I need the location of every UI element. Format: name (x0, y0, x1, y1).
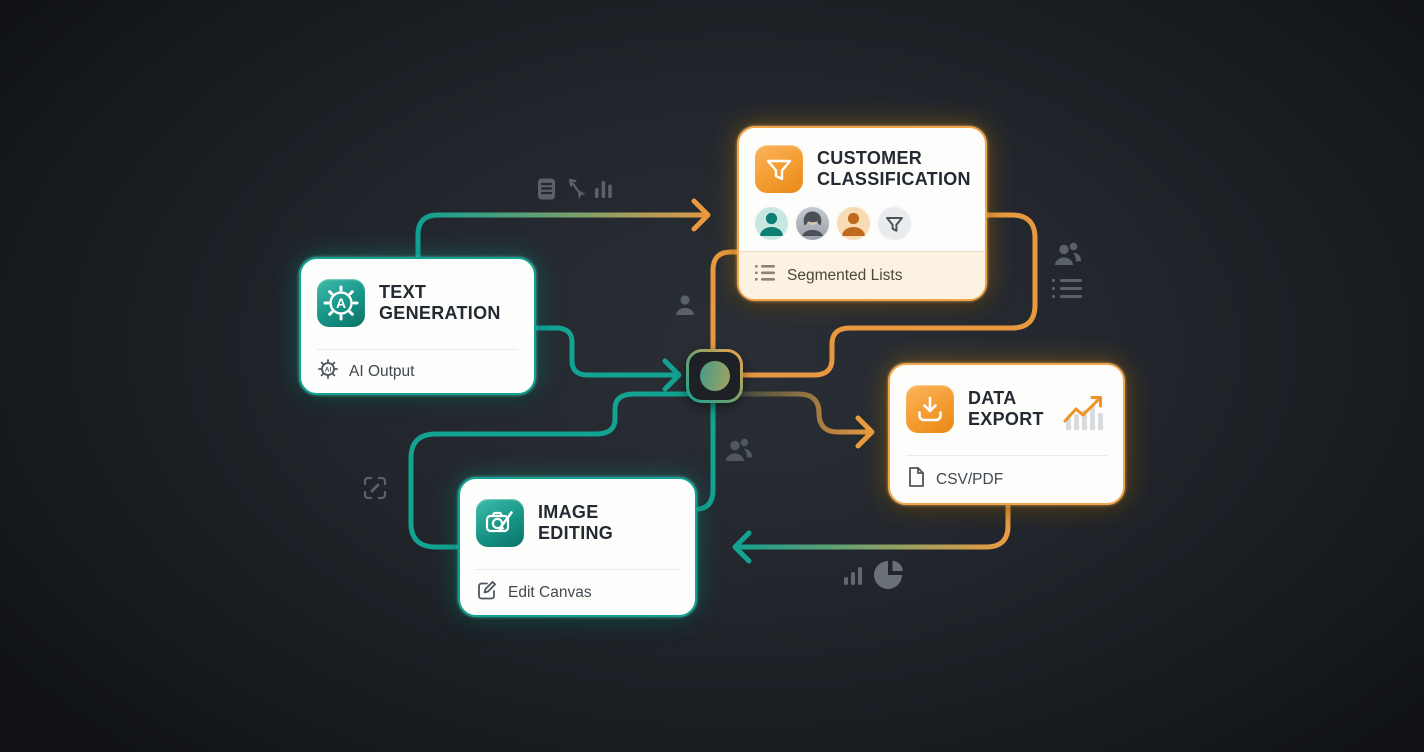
node-output: AI AI Output (301, 350, 534, 393)
pie-chart-icon (872, 557, 908, 598)
node-title: IMAGE EDITING (538, 502, 614, 543)
wire-textgen-to-classification (415, 212, 709, 261)
node-output-label: AI Output (349, 362, 415, 380)
node-output: CSV/PDF (890, 456, 1123, 503)
edit-square-icon (476, 579, 498, 606)
ai-gear-icon: AI (317, 358, 339, 385)
divider (317, 349, 518, 350)
node-output-label: Edit Canvas (508, 583, 592, 601)
node-output: Segmented Lists (739, 251, 985, 299)
node-text-generation[interactable]: A TEXT GENERATION AI AI Output (299, 257, 536, 395)
document-icon (906, 466, 926, 493)
notes-icon (536, 177, 558, 206)
wire-hub-to-classification (710, 249, 740, 353)
bullet-list-icon-right (1052, 276, 1084, 307)
arrowhead (855, 415, 875, 449)
node-data-export[interactable]: DATA EXPORT CSV/PDF (888, 363, 1125, 505)
bullet-list-icon (755, 264, 777, 287)
node-image-editing[interactable]: IMAGE EDITING Edit Canvas (458, 477, 697, 617)
expand-edit-icon (361, 474, 389, 507)
cursor-icon (564, 176, 588, 207)
node-title: TEXT GENERATION (379, 282, 501, 323)
people-icon-right (1052, 240, 1084, 273)
hub-status-dot (699, 361, 730, 391)
gray-woman-avatar (794, 205, 831, 242)
node-output-label: CSV/PDF (936, 470, 1004, 488)
bar-chart-icon (592, 177, 616, 206)
arrowhead (732, 530, 752, 564)
wire-hub-to-imageediting (696, 399, 716, 512)
trend-chart-icon (1061, 391, 1107, 438)
node-header: CUSTOMER CLASSIFICATION (739, 128, 985, 193)
hub-body (689, 352, 740, 400)
svg-text:AI: AI (325, 367, 332, 374)
arrowhead (662, 358, 682, 392)
divider (476, 569, 679, 570)
divider (906, 455, 1107, 456)
download-icon (906, 385, 954, 433)
node-customer-classification[interactable]: CUSTOMER CLASSIFICATION (737, 126, 987, 301)
wire-textgen-to-hub (533, 325, 680, 378)
bar-chart-ascending-icon (842, 562, 868, 593)
people-icon-center (723, 436, 755, 469)
orange-person-avatar (835, 205, 872, 242)
central-hub-node[interactable] (686, 349, 743, 403)
node-title: CUSTOMER CLASSIFICATION (817, 148, 971, 189)
node-header: A TEXT GENERATION (301, 259, 534, 327)
person-icon (673, 293, 697, 324)
gear-a-icon: A (317, 279, 365, 327)
funnel-badge (876, 205, 913, 242)
svg-text:A: A (336, 295, 346, 311)
funnel-icon (755, 145, 803, 193)
avatar-row (739, 193, 985, 242)
node-output-label: Segmented Lists (787, 266, 903, 284)
node-title: DATA EXPORT (968, 388, 1044, 429)
node-output: Edit Canvas (460, 570, 695, 615)
teal-person-avatar (753, 205, 790, 242)
wire-hub-to-dataexport (739, 391, 873, 435)
wire-dataexport-to-imageediting (734, 503, 1011, 550)
node-header: IMAGE EDITING (460, 479, 695, 547)
arrowhead (691, 198, 711, 232)
camera-brush-icon (476, 499, 524, 547)
node-header: DATA EXPORT (890, 365, 1123, 433)
